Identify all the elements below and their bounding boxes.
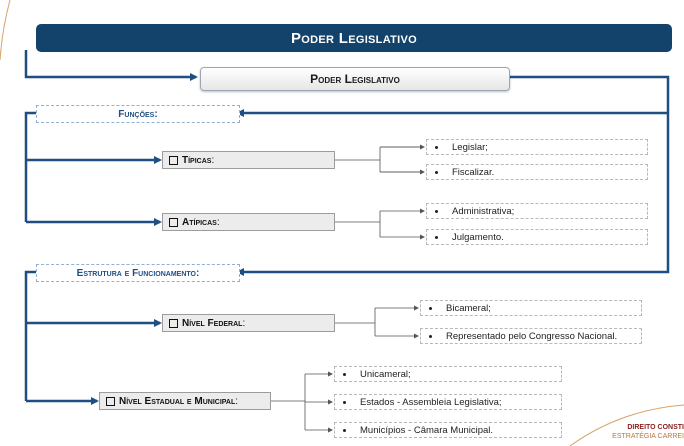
node-atipicas-label: Atípicas: [182, 216, 217, 228]
leaf-assembleia: Estados - Assembleia Legislativa;: [334, 394, 562, 410]
node-federal-colon: :: [242, 317, 246, 329]
node-tipicas: Típicas:: [162, 151, 335, 169]
leaf-julgamento: Julgamento.: [426, 229, 648, 245]
node-estadual-label: Nível Estadual e Municipal: [119, 395, 236, 407]
leaf-unicameral: Unicameral;: [334, 366, 562, 382]
leaf-assembleia-text: Estados - Assembleia Legislativa;: [360, 396, 502, 408]
decorative-arc-bottom: [569, 404, 684, 446]
leaf-bicameral: Bicameral;: [420, 300, 642, 316]
leaf-camara-text: Municípios - Câmara Municipal.: [360, 424, 494, 436]
leaf-congresso-text: Representado pelo Congresso Nacional.: [446, 330, 618, 342]
node-estadual-colon: :: [235, 395, 239, 407]
node-federal: Nível Federal:: [162, 314, 335, 332]
bullet-icon: [343, 372, 346, 376]
footer-line1: DIREITO CONSTI: [627, 424, 684, 431]
leaf-fiscalizar-text: Fiscalizar.: [452, 166, 495, 178]
bullet-icon: [435, 170, 438, 174]
checkbox-icon: [169, 318, 178, 328]
node-tipicas-label: Típicas: [182, 154, 212, 166]
bullet-icon: [435, 145, 438, 149]
leaf-legislar-text: Legislar;: [452, 141, 488, 153]
section-funcoes: Funções:: [36, 105, 240, 123]
node-tipicas-colon: :: [211, 154, 215, 166]
bullet-icon: [435, 209, 438, 213]
section-funcoes-label: Funções:: [118, 108, 158, 120]
leaf-julgamento-text: Julgamento.: [452, 231, 504, 243]
node-federal-label: Nível Federal: [182, 317, 243, 329]
leaf-legislar: Legislar;: [426, 139, 648, 155]
checkbox-icon: [169, 155, 178, 165]
leaf-bicameral-text: Bicameral;: [446, 302, 491, 314]
leaf-unicameral-text: Unicameral;: [360, 368, 411, 380]
checkbox-icon: [106, 396, 115, 406]
leaf-administrativa: Administrativa;: [426, 203, 648, 219]
checkbox-icon: [169, 217, 178, 227]
bullet-icon: [343, 428, 346, 432]
leaf-administrativa-text: Administrativa;: [452, 205, 515, 217]
footer-line2: ESTRATÉGIA CARREI: [612, 433, 684, 440]
bullet-icon: [435, 235, 438, 239]
bullet-icon: [429, 334, 432, 338]
bullet-icon: [429, 306, 432, 310]
node-atipicas: Atípicas:: [162, 213, 335, 231]
main-title: Poder Legislativo: [36, 24, 672, 52]
leaf-camara: Municípios - Câmara Municipal.: [334, 422, 562, 438]
section-estrutura: Estrutura e Funcionamento:: [36, 264, 240, 282]
subtitle-box: Poder Legislativo: [200, 67, 510, 91]
node-estadual: Nível Estadual e Municipal:: [99, 392, 271, 410]
node-atipicas-colon: :: [216, 216, 220, 228]
footer-brand: DIREITO CONSTI ESTRATÉGIA CARREI: [612, 423, 684, 441]
section-estrutura-label: Estrutura e Funcionamento:: [76, 267, 200, 279]
decorative-arc: [0, 0, 11, 61]
bullet-icon: [343, 400, 346, 404]
leaf-congresso: Representado pelo Congresso Nacional.: [420, 328, 642, 344]
leaf-fiscalizar: Fiscalizar.: [426, 164, 648, 180]
